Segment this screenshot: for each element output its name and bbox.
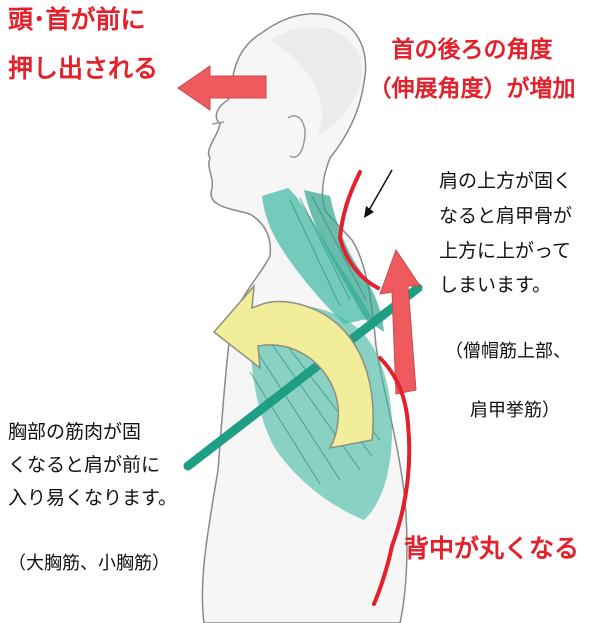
shoulder-line-2: なると肩甲骨が: [439, 205, 572, 229]
shoulder-explanation: 肩の上方が固く なると肩甲骨が 上方に上がって しまいます。: [439, 170, 572, 298]
neck-angle-line-1: 首の後ろの角度: [357, 36, 587, 65]
chest-muscles-label: （大胸筋、小胸筋）: [8, 553, 170, 576]
shoulder-line-3: 上方に上がって: [439, 240, 572, 264]
pointer-arrow-head: [364, 206, 374, 218]
shoulder-muscles-line-2: 肩甲挙筋）: [470, 400, 560, 423]
chest-line-1: 胸部の筋肉が固: [8, 421, 177, 445]
neck-angle-line-2: （伸展角度）が増加: [357, 75, 587, 104]
chest-explanation: 胸部の筋肉が固 くなると肩が前に 入り易くなります。: [8, 421, 177, 510]
chest-line-2: くなると肩が前に: [8, 454, 177, 478]
shoulder-line-4: しまいます。: [439, 274, 572, 298]
shoulder-muscles-line-1: （僧帽筋上部、: [445, 341, 571, 364]
back-rounded-label: 背中が丸くなる: [404, 533, 579, 564]
pointer-arrow: [368, 170, 392, 212]
chest-line-3: 入り易くなります。: [8, 487, 177, 511]
shoulder-line-1: 肩の上方が固く: [439, 170, 572, 194]
upward-red-arrow: [380, 250, 420, 394]
head-pushed-line-2: 押し出される: [8, 53, 158, 84]
neck-angle-increase-label: 首の後ろの角度 （伸展角度）が増加: [357, 36, 587, 104]
head-pushed-line-1: 頭･首が前に: [8, 4, 158, 35]
head-pushed-forward-label: 頭･首が前に 押し出される: [8, 4, 158, 85]
